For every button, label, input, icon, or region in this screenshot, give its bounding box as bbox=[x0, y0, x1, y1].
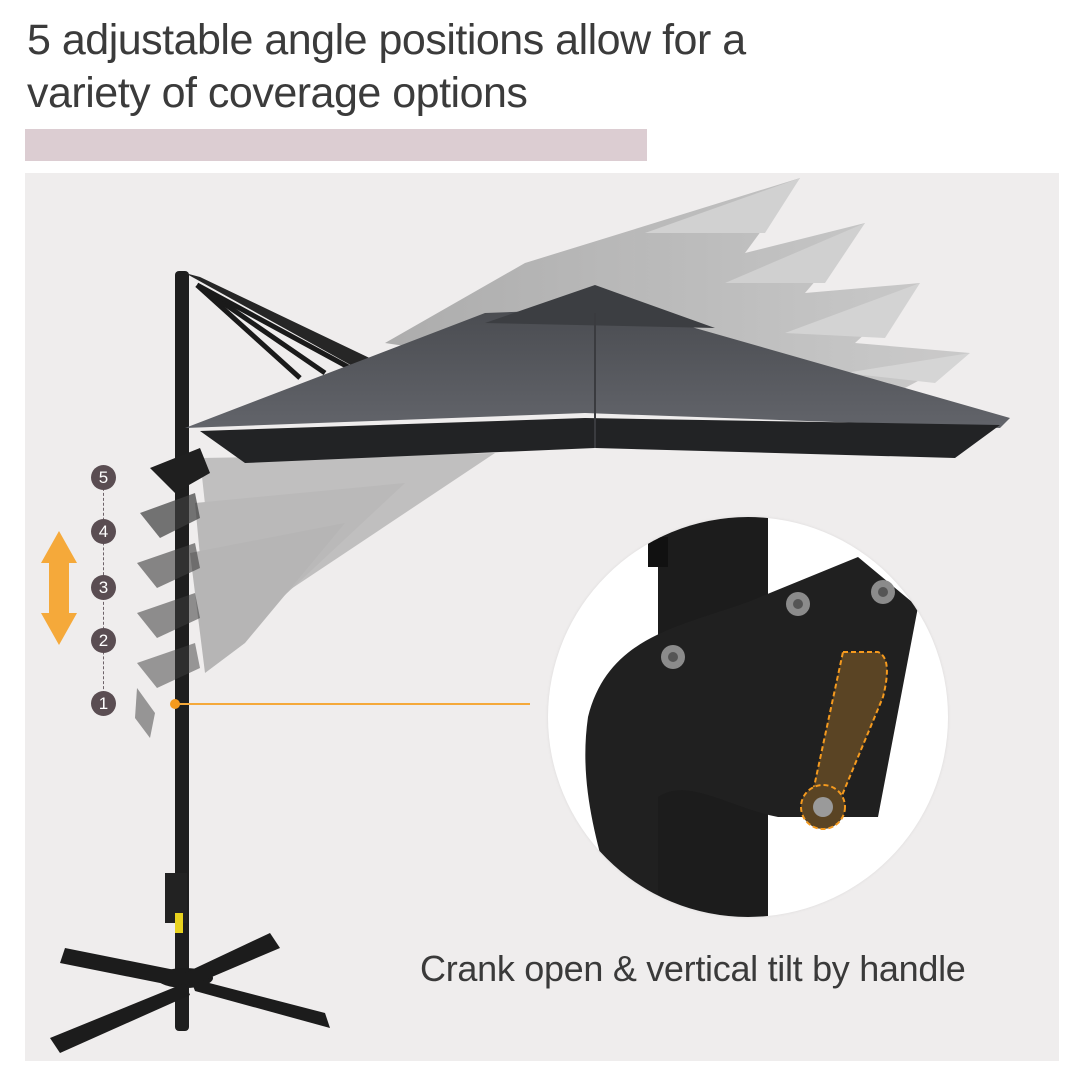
main-canopy bbox=[185, 285, 1010, 463]
ghost-canopies-lower bbox=[190, 453, 495, 673]
tilt-hinge-stack bbox=[135, 448, 210, 738]
crank-handle-detail bbox=[548, 517, 948, 917]
headline-line-1: 5 adjustable angle positions allow for a bbox=[27, 16, 746, 64]
position-marker-1: 1 bbox=[91, 691, 116, 716]
position-marker-3: 3 bbox=[91, 575, 116, 600]
position-marker-5: 5 bbox=[91, 465, 116, 490]
up-down-arrow-icon bbox=[41, 531, 77, 645]
crank-handle-icon bbox=[800, 651, 888, 830]
caption: Crank open & vertical tilt by handle bbox=[420, 948, 966, 989]
umbrella-illustration bbox=[41, 178, 1010, 1053]
accent-bar bbox=[25, 129, 647, 161]
cross-base bbox=[50, 873, 330, 1053]
headline-line-2: variety of coverage options bbox=[27, 69, 528, 117]
callout-dot bbox=[170, 699, 180, 709]
position-marker-2: 2 bbox=[91, 628, 116, 653]
position-marker-4: 4 bbox=[91, 519, 116, 544]
crank-handle-closeup-image bbox=[585, 517, 918, 917]
headline: 5 adjustable angle positions allow for a… bbox=[27, 14, 927, 120]
